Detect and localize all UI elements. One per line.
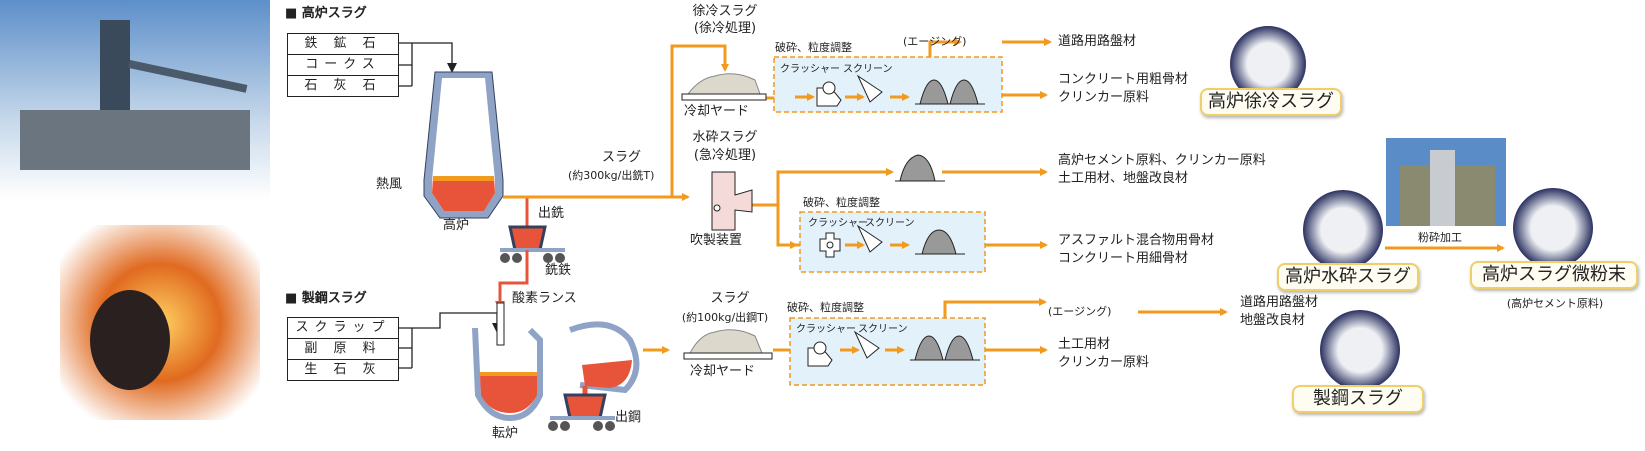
cross-crusher-icon bbox=[826, 241, 834, 249]
steel-slag-title: ■ 製鋼スラグ bbox=[285, 291, 367, 306]
blast-furnace-photo bbox=[0, 0, 270, 200]
pig-iron-label: 銑鉄 bbox=[545, 263, 572, 278]
use-steel-1: 土工用材 bbox=[1058, 337, 1111, 352]
steel-slag-amount: (約100kg/出鋼T) bbox=[681, 311, 769, 324]
steel-slag-label: スラグ bbox=[710, 291, 750, 306]
aggregate-pile-icon bbox=[919, 79, 949, 105]
blast-furnace-shape bbox=[423, 71, 504, 219]
screen-icon bbox=[853, 330, 880, 359]
hot-air-label: 熱風 bbox=[376, 177, 403, 192]
steel-inputs-table: スクラップ 副 原 料 生 石 灰 bbox=[287, 317, 399, 381]
use-steel-aging-2: 地盤改良材 bbox=[1240, 313, 1306, 328]
slow-cooled-sub: (徐冷処理) bbox=[693, 21, 757, 36]
iron-ladle-car bbox=[500, 225, 565, 263]
aggregate-pile-icon bbox=[921, 229, 957, 255]
granulation-device-label: 吹製装置 bbox=[690, 233, 743, 248]
use-steel-2: クリンカー原料 bbox=[1058, 355, 1150, 370]
input-scrap: スクラップ bbox=[288, 318, 398, 339]
granulated-sub: (急冷処理) bbox=[693, 148, 757, 163]
aging-label-1: (エージング) bbox=[903, 35, 967, 48]
granulated-title: 水砕スラグ bbox=[692, 130, 758, 145]
crusher-label-2: クラッシャー bbox=[808, 218, 868, 229]
screen-label-2: スクリーン bbox=[865, 218, 915, 229]
blast-furnace-slag-title: ■ 高炉スラグ bbox=[285, 6, 367, 21]
aggregate-pile-icon bbox=[944, 335, 974, 361]
converter-label: 転炉 bbox=[492, 426, 519, 441]
grinding-label: 粉砕加工 bbox=[1418, 231, 1462, 244]
crushing-label-2: 破砕、粒度調整 bbox=[803, 196, 880, 209]
cooling-yard-pile-1 bbox=[681, 73, 767, 101]
use-slow-aging: 道路用路盤材 bbox=[1058, 34, 1137, 49]
crushing-label-3: 破砕、粒度調整 bbox=[787, 301, 864, 314]
slag-powder-photo bbox=[1513, 188, 1593, 268]
product-steel-slag-label: 製鋼スラグ bbox=[1292, 385, 1424, 413]
slag-label: スラグ bbox=[602, 150, 642, 165]
cooling-yard-label-2: 冷却ヤード bbox=[690, 364, 756, 379]
product-powder-label: 高炉スラグ微粉末 bbox=[1470, 261, 1638, 289]
crusher-label-1: クラッシャー bbox=[780, 64, 840, 75]
cooling-yard-pile-2 bbox=[683, 329, 773, 360]
furnace-label: 高炉 bbox=[443, 218, 470, 233]
input-quicklime: 生 石 灰 bbox=[304, 362, 382, 377]
use-steel-aging-1: 道路用路盤材 bbox=[1240, 295, 1319, 310]
aging-label-2: (エージング) bbox=[1048, 305, 1112, 318]
steel-slag-photo bbox=[1320, 310, 1400, 390]
cooling-yard-label-1: 冷却ヤード bbox=[684, 104, 750, 119]
crusher-label-3: クラッシャー bbox=[796, 324, 856, 335]
converter-shape bbox=[472, 302, 543, 422]
use-gran-direct-2: 土工用材、地盤改良材 bbox=[1058, 171, 1189, 186]
slow-cooled-slag-photo bbox=[1230, 26, 1306, 102]
granulation-device bbox=[711, 171, 753, 231]
product-slow-cooled-label: 高炉徐冷スラグ bbox=[1200, 88, 1342, 116]
screen-label-3: スクリーン bbox=[858, 324, 908, 335]
use-slow-2: クリンカー原料 bbox=[1058, 90, 1150, 105]
aggregate-pile-icon bbox=[914, 335, 944, 361]
use-gran-direct-1: 高炉セメント原料、クリンカー原料 bbox=[1058, 153, 1266, 168]
use-slow-1: コンクリート用粗骨材 bbox=[1058, 72, 1189, 87]
use-gran-proc-1: アスファルト混合物用骨材 bbox=[1058, 233, 1215, 248]
screen-icon bbox=[856, 224, 883, 253]
jaw-crusher-icon bbox=[822, 81, 836, 95]
jaw-crusher-icon bbox=[813, 341, 827, 355]
tapping-ladle bbox=[548, 321, 640, 431]
converter-photo bbox=[60, 225, 260, 420]
aggregate-pile-icon bbox=[949, 79, 979, 105]
grinding-plant-photo bbox=[1386, 138, 1506, 226]
input-limestone: 石 灰 石 bbox=[304, 78, 382, 93]
input-coke: コークス bbox=[288, 55, 398, 76]
steel-tapping-label: 出鋼 bbox=[615, 410, 642, 425]
slow-cooled-title: 徐冷スラグ bbox=[692, 4, 758, 19]
granulated-slag-photo bbox=[1303, 190, 1383, 270]
blast-furnace-inputs-table: 鉄 鉱 石 コークス 石 灰 石 bbox=[287, 33, 399, 97]
input-auxiliary: 副 原 料 bbox=[288, 339, 398, 360]
product-granulated-label: 高炉水砕スラグ bbox=[1277, 263, 1419, 291]
tapping-label: 出銑 bbox=[538, 206, 565, 221]
screen-label-1: スクリーン bbox=[843, 64, 893, 75]
slag-amount: (約300kg/出銑T) bbox=[568, 169, 655, 182]
crushing-label-1: 破砕、粒度調整 bbox=[775, 41, 852, 54]
input-iron-ore: 鉄 鉱 石 bbox=[288, 34, 398, 55]
oxygen-lance-label: 酸素ランス bbox=[512, 291, 577, 306]
product-powder-sub: (高炉セメント原料) bbox=[1506, 297, 1604, 310]
screen-icon bbox=[856, 74, 883, 103]
use-gran-proc-2: コンクリート用細骨材 bbox=[1058, 251, 1189, 266]
